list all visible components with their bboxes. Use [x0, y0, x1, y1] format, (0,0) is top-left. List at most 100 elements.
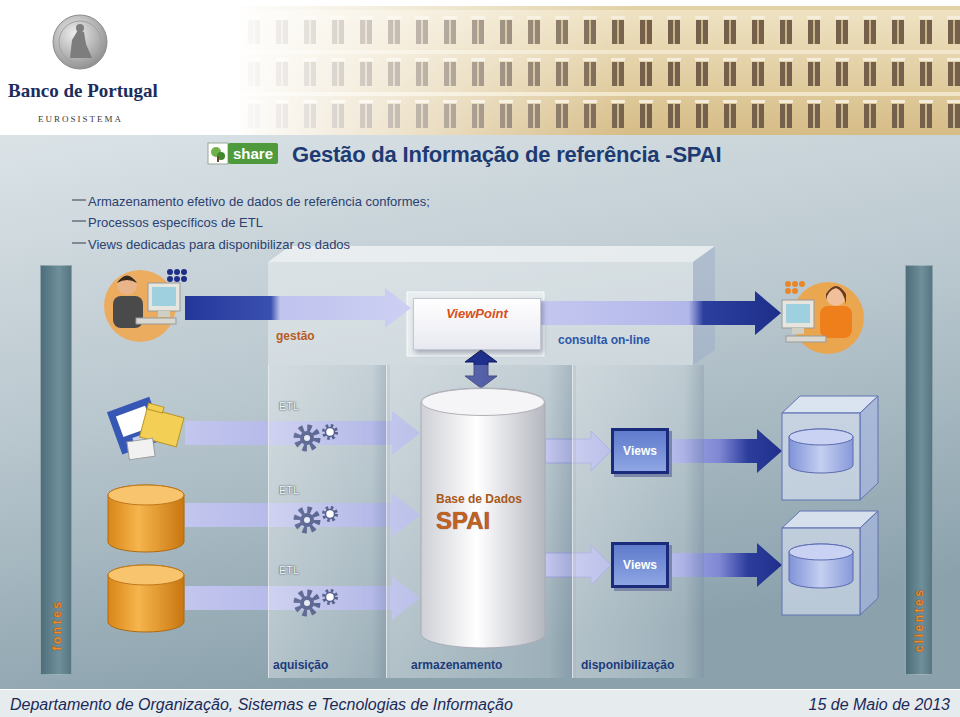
management-user	[136, 318, 176, 324]
bank-emblem	[59, 21, 101, 63]
views-box: Views	[611, 542, 669, 588]
consulting-user	[786, 304, 810, 323]
process-label: ETL	[279, 484, 299, 496]
consulting-user	[820, 306, 852, 338]
consulting-user	[826, 286, 846, 306]
footer-date-wrap: 15 de Maio de 2013	[809, 696, 950, 714]
flow-label-wrap: gestão	[276, 326, 315, 344]
bank-emblem	[76, 24, 84, 32]
management-user	[167, 269, 173, 275]
database-sources	[108, 565, 184, 632]
node-text: aquisição	[273, 658, 390, 672]
node-text: disponibilização	[581, 658, 704, 672]
flow-label-wrap: consulta on-line	[558, 330, 650, 348]
management-user	[158, 311, 170, 317]
client-data-cubes	[789, 429, 853, 473]
management-user	[181, 269, 187, 275]
footer-text: Departamento de Organização, Sistemas e …	[10, 696, 513, 713]
database-sources	[108, 485, 184, 505]
management-user	[148, 283, 180, 311]
client-data-cubes	[782, 413, 860, 500]
slide-background	[0, 689, 960, 690]
management-user	[174, 269, 180, 275]
flow-arrows	[538, 291, 781, 335]
process-label-wrap: ETL	[279, 480, 299, 498]
bank-name-wrap: Banco de Portugal	[8, 80, 158, 102]
file-source-icon	[147, 403, 164, 413]
consulting-user	[782, 281, 864, 354]
file-source-icon	[107, 397, 185, 460]
bullet-dashes	[72, 200, 86, 243]
management-user	[181, 276, 187, 282]
client-data-cubes	[782, 511, 878, 615]
bullet-text: Armazenamento efetivo de dados de referê…	[88, 194, 430, 209]
database-sources	[108, 485, 184, 632]
footer-date: 15 de Maio de 2013	[809, 696, 950, 713]
viewpoint-box: ViewPoint	[413, 298, 541, 350]
client-data-cubes	[789, 429, 853, 445]
client-data-cubes	[782, 396, 878, 615]
database-sources	[108, 485, 184, 552]
consulting-user	[826, 286, 846, 304]
consulting-user	[792, 281, 798, 287]
node-text: armazenamento	[411, 658, 576, 672]
management-user	[167, 276, 173, 282]
title-block: Gestão da Informação de referência -SPAI	[292, 142, 721, 168]
sources-bar: fontes	[40, 265, 72, 675]
cylinder-top	[422, 389, 545, 416]
share-icon	[208, 143, 228, 164]
share-icon	[208, 143, 228, 164]
views-box: Views	[611, 428, 669, 474]
share-logo: share	[228, 143, 278, 164]
bullet-text-wrap: Views dedicadas para disponibilizar os d…	[88, 235, 350, 253]
node-text: fontes	[49, 600, 63, 651]
bullet-text: Processos específicos de ETL	[88, 215, 263, 230]
slide-background	[0, 689, 960, 717]
node-text: Base de Dados	[436, 492, 545, 507]
bank-name: Banco de Portugal	[8, 80, 158, 101]
consulting-user	[792, 288, 798, 294]
slide-title: Gestão da Informação de referência -SPAI	[292, 142, 721, 167]
flow-label: gestão	[276, 329, 315, 343]
bullet-dashes	[72, 200, 86, 201]
header-building-photo	[0, 0, 960, 135]
management-user	[117, 276, 137, 284]
consulting-user	[785, 281, 791, 287]
consulting-user	[792, 328, 804, 334]
process-label: ETL	[279, 400, 299, 412]
process-label: ETL	[279, 564, 299, 576]
stage-column: disponibilizaçãoViewsViews	[572, 365, 704, 678]
consulting-user	[782, 300, 814, 328]
bank-emblem	[70, 30, 92, 58]
management-user	[167, 269, 187, 282]
slide-background	[0, 135, 960, 717]
node-text: SPAI	[436, 507, 545, 535]
bank-subtitle: EUROSISTEMA	[38, 114, 123, 124]
share-logo-wrap: share	[228, 143, 278, 164]
file-source-icon	[127, 438, 155, 459]
management-user	[104, 269, 187, 342]
consulting-user	[786, 336, 826, 342]
database-cylinder-node: Base de DadosSPAI	[421, 388, 545, 648]
client-data-cubes	[860, 396, 878, 500]
header-building-photo	[230, 0, 630, 135]
bullet-text-wrap: Armazenamento efetivo de dados de referê…	[88, 192, 430, 210]
bank-emblem	[53, 15, 107, 69]
footer-text-wrap: Departamento de Organização, Sistemas e …	[10, 696, 513, 714]
top-slab	[407, 292, 544, 356]
cylinder-body	[421, 388, 545, 648]
process-label-wrap: ETL	[279, 396, 299, 414]
database-sources	[108, 485, 184, 552]
client-data-cubes	[782, 396, 878, 500]
header-building-photo	[0, 0, 960, 135]
stage-column: armazenamento Base de DadosSPAI	[386, 365, 576, 678]
bullet-dashes	[72, 221, 86, 222]
management-user	[174, 276, 180, 282]
bullet-text: Views dedicadas para disponibilizar os d…	[88, 237, 350, 252]
node-text: ViewPoint	[414, 306, 540, 321]
bullet-dashes	[72, 243, 86, 244]
consulting-user	[785, 281, 805, 294]
process-label-wrap: ETL	[279, 560, 299, 578]
clients-bar: clientes	[905, 265, 933, 675]
